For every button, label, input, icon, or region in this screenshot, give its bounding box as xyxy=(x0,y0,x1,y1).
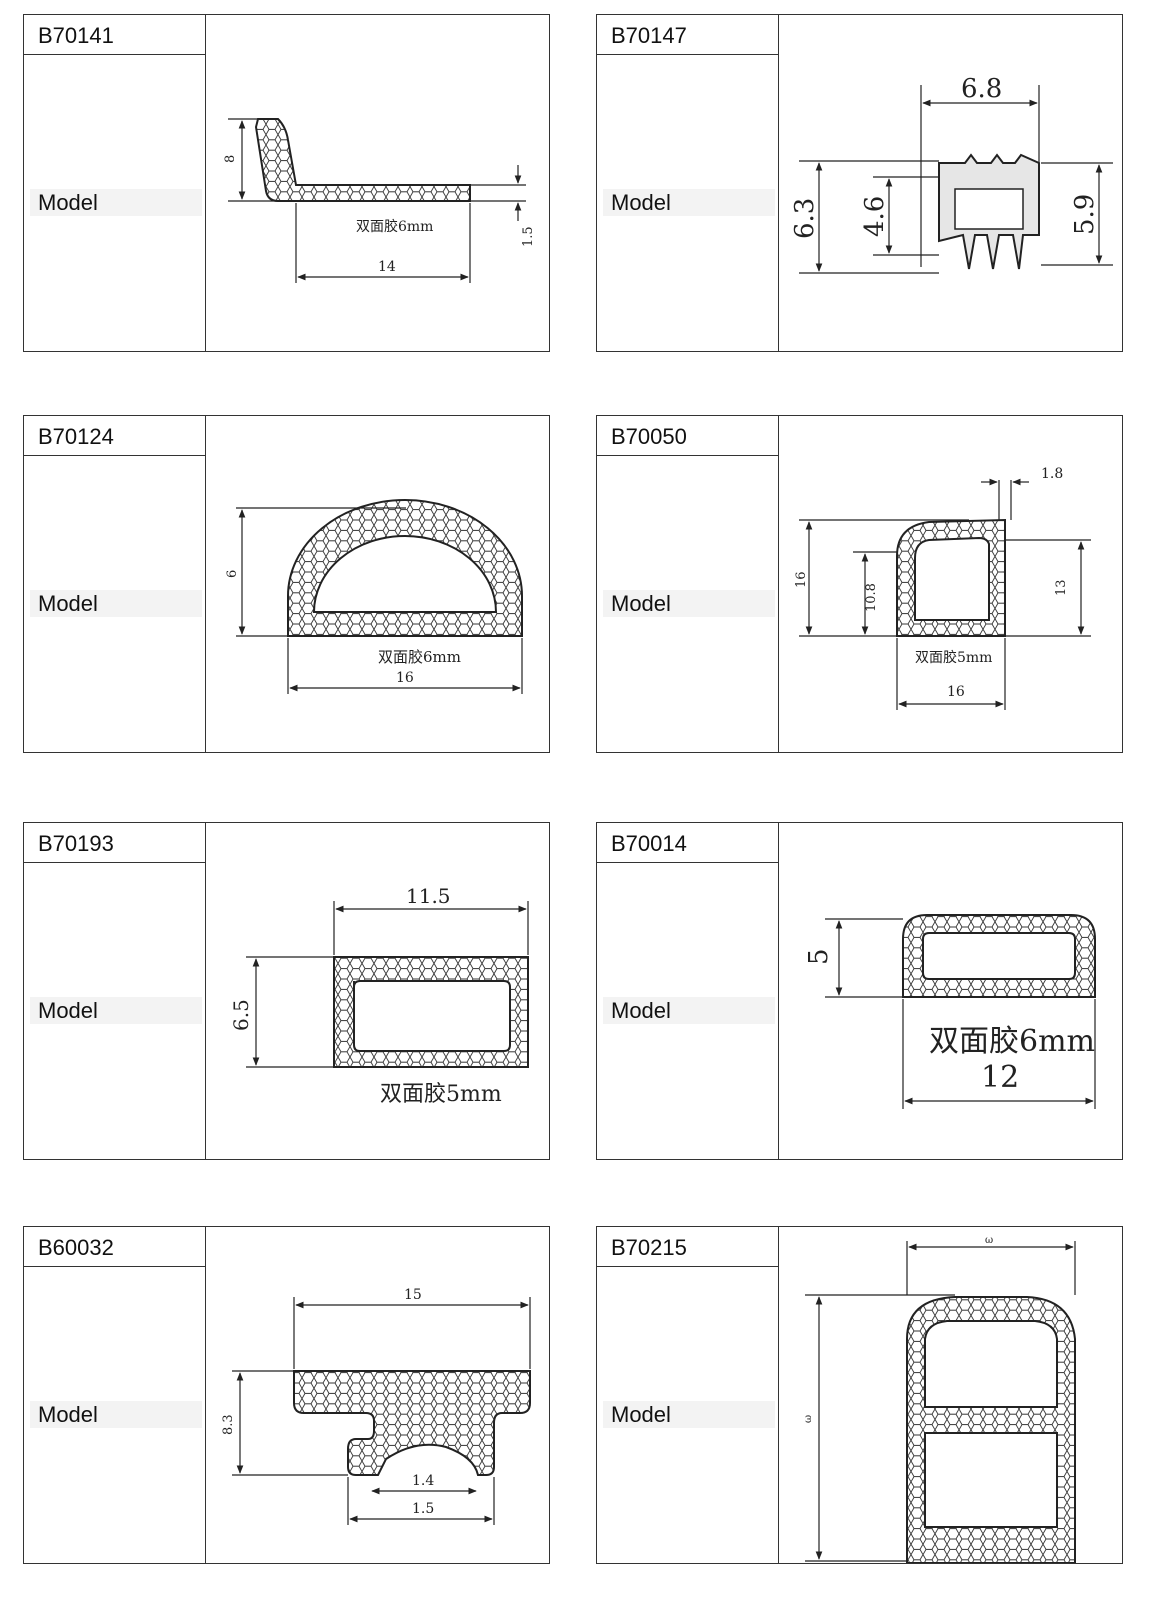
dim-width: ω xyxy=(985,1235,993,1246)
seal-profile xyxy=(333,956,529,1068)
product-card-b70050: B70050 Model 1.8 16 10.8 13 双面胶5mm 16 xyxy=(596,415,1123,753)
model-label: Model xyxy=(603,189,775,216)
profile-drawing: 11.5 6.5 双面胶5mm xyxy=(206,823,549,1159)
model-code: B70141 xyxy=(24,15,205,55)
card-info-column: B70147 Model xyxy=(597,15,779,351)
dim-right-height: 13 xyxy=(1054,579,1069,596)
dim-width: 11.5 xyxy=(406,884,451,908)
card-info-column: B70193 Model xyxy=(24,823,206,1159)
product-card-b70147: B70147 Model 6.8 6.3 4.6 5.9 xyxy=(596,14,1123,352)
model-code: B70215 xyxy=(597,1227,778,1267)
seal-profile xyxy=(902,914,1096,998)
card-info-column: B70014 Model xyxy=(597,823,779,1159)
model-label: Model xyxy=(603,997,775,1024)
model-label: Model xyxy=(30,189,202,216)
card-info-column: B60032 Model xyxy=(24,1227,206,1563)
dim-lip: 1.8 xyxy=(1041,466,1063,482)
model-code: B70014 xyxy=(597,823,778,863)
card-info-column: B70050 Model xyxy=(597,416,779,752)
model-label: Model xyxy=(30,590,202,617)
dim-height: ω xyxy=(803,1415,814,1423)
card-info-column: B70124 Model xyxy=(24,416,206,752)
card-info-column: B70215 Model xyxy=(597,1227,779,1563)
dim-thickness: 1.5 xyxy=(521,226,536,247)
dim-inner-height: 10.8 xyxy=(864,583,879,612)
profile-drawing: 1.8 16 10.8 13 双面胶5mm 16 xyxy=(779,416,1122,752)
model-label: Model xyxy=(603,590,775,617)
model-code: B60032 xyxy=(24,1227,205,1267)
profile-drawing: 6.8 6.3 4.6 5.9 xyxy=(779,15,1122,351)
product-card-b70215: B70215 Model ω ω xyxy=(596,1226,1123,1564)
model-label: Model xyxy=(30,1401,202,1428)
dim-height-total: 6.3 xyxy=(790,198,820,239)
profile-drawing: ω ω xyxy=(779,1227,1122,1564)
profile-drawing: 5 双面胶6mm 12 xyxy=(779,823,1122,1159)
product-card-b70141: B70141 Model 8 1.5 双面胶6mm 14 xyxy=(23,14,550,352)
tape-note: 双面胶6mm xyxy=(378,648,461,666)
model-code: B70124 xyxy=(24,416,205,456)
dim-width: 15 xyxy=(404,1287,422,1303)
model-label: Model xyxy=(30,997,202,1024)
dim-height-inner: 4.6 xyxy=(860,196,890,237)
tape-note: 双面胶5mm xyxy=(915,649,992,666)
dim-height: 5 xyxy=(804,948,834,965)
dim-base: 1.5 xyxy=(412,1501,434,1517)
card-info-column: B70141 Model xyxy=(24,15,206,351)
dim-height: 8 xyxy=(223,155,238,163)
dim-groove: 1.4 xyxy=(412,1473,434,1489)
product-card-b70124: B70124 Model 6 双面胶6mm 16 xyxy=(23,415,550,753)
profile-drawing: 6 双面胶6mm 16 xyxy=(206,416,549,752)
tape-note: 双面胶5mm xyxy=(380,1082,502,1107)
tape-note: 双面胶6mm xyxy=(356,218,433,235)
model-code: B70050 xyxy=(597,416,778,456)
product-card-b70193: B70193 Model 11.5 6.5 双面胶5mm xyxy=(23,822,550,1160)
dim-width: 6.8 xyxy=(961,74,1002,104)
model-code: B70147 xyxy=(597,15,778,55)
seal-profile xyxy=(293,1370,531,1476)
model-code: B70193 xyxy=(24,823,205,863)
dim-height: 8.3 xyxy=(221,1414,236,1435)
seal-profile xyxy=(287,499,523,637)
dim-height-right: 5.9 xyxy=(1070,194,1100,235)
profile-drawing: 15 8.3 1.4 1.5 xyxy=(206,1227,549,1563)
model-label: Model xyxy=(603,1401,775,1428)
product-card-b70014: B70014 Model 5 双面胶6mm 12 xyxy=(596,822,1123,1160)
dim-height: 6.5 xyxy=(229,999,253,1031)
product-card-b60032: B60032 Model 15 8.3 1.4 1.5 xyxy=(23,1226,550,1564)
seal-profile xyxy=(896,518,1006,637)
dim-width: 12 xyxy=(981,1060,1019,1095)
dim-height: 6 xyxy=(225,570,240,578)
hollow-core xyxy=(954,188,1024,230)
seal-profile xyxy=(254,118,471,202)
profile-drawing: 8 1.5 双面胶6mm 14 xyxy=(206,15,549,351)
dim-width: 16 xyxy=(396,670,414,686)
tape-note: 双面胶6mm xyxy=(929,1024,1095,1059)
dim-width: 16 xyxy=(947,684,965,700)
dim-width: 14 xyxy=(378,259,396,275)
dim-height: 16 xyxy=(794,571,809,588)
seal-profile xyxy=(906,1296,1076,1564)
